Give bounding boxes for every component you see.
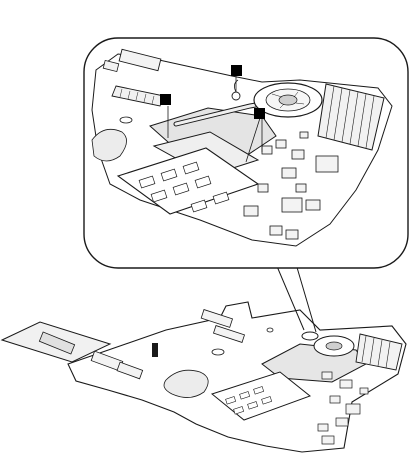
zoom-screw — [232, 92, 240, 100]
full-board-socket — [152, 343, 158, 357]
full-board-fan-hub — [326, 342, 342, 350]
zoom-chip-small — [244, 206, 258, 216]
full-board-view — [2, 302, 406, 452]
zoom-callout — [84, 38, 408, 268]
callout-1 — [231, 65, 242, 76]
callout-2 — [160, 94, 171, 105]
full-board-outline — [68, 302, 406, 452]
callout-3 — [254, 108, 265, 119]
